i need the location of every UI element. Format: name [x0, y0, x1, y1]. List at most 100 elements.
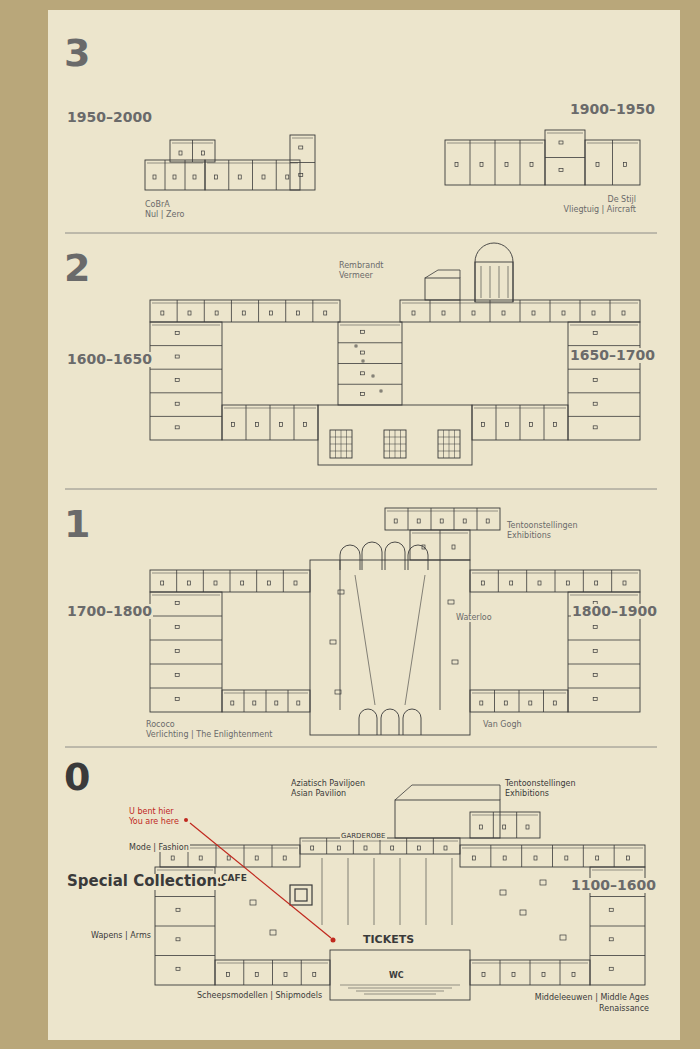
- exhibit-mark: [173, 175, 176, 179]
- wall-line: [340, 560, 341, 710]
- wall-line: [440, 560, 441, 710]
- wall-line: [550, 300, 551, 322]
- exhibit-mark: [529, 701, 532, 705]
- wall-line: [150, 416, 222, 417]
- wall-line: [568, 688, 640, 689]
- arch: [381, 709, 399, 735]
- exhibit-mark: [188, 311, 191, 315]
- exhibit-mark: [472, 311, 475, 315]
- wall-line: [270, 405, 271, 440]
- period-heading: 1950–2000: [66, 110, 153, 125]
- exhibit-mark: [255, 973, 258, 977]
- exhibit-mark: [215, 311, 218, 315]
- exhibit-mark: [238, 175, 241, 179]
- exhibit-mark: [624, 163, 627, 167]
- map-label: GARDEROBE: [340, 833, 387, 840]
- floor-number: 3: [63, 34, 91, 74]
- map-label: Aziatisch Paviljoen: [290, 780, 366, 788]
- wall-line: [547, 133, 583, 134]
- exhibit-mark: [360, 330, 364, 333]
- wall-line: [460, 300, 461, 322]
- wall-line: [520, 140, 521, 185]
- wall-line: [150, 345, 222, 346]
- exhibit-mark: [417, 519, 420, 523]
- exhibit-mark: [335, 690, 341, 694]
- wall-line: [326, 838, 327, 854]
- period-heading: 1100–1600: [570, 878, 657, 893]
- wall-line: [301, 960, 302, 985]
- wall-outline: [222, 690, 310, 712]
- wall-line: [243, 960, 244, 985]
- map-label: Rembrandt: [338, 262, 384, 270]
- exhibit-mark: [482, 423, 485, 427]
- wall-line: [431, 508, 432, 530]
- wall-outline: [338, 322, 402, 405]
- here-dot: [331, 938, 336, 943]
- wall-line: [185, 160, 186, 190]
- exhibit-mark: [270, 930, 276, 935]
- wall-outline: [290, 885, 312, 905]
- wall-line: [477, 508, 478, 530]
- exhibit-mark: [227, 856, 230, 860]
- wall-line: [583, 570, 584, 592]
- exhibit-mark: [480, 163, 483, 167]
- wall-line: [406, 838, 407, 854]
- exhibit-mark: [609, 908, 613, 911]
- wall-line: [177, 300, 178, 322]
- exhibit-mark: [253, 701, 256, 705]
- wall-line: [150, 392, 222, 393]
- wall-line: [272, 845, 273, 867]
- wall-line: [276, 160, 277, 190]
- wall-line: [530, 960, 531, 985]
- exhibit-mark: [530, 423, 533, 427]
- wall-line: [519, 690, 520, 712]
- wall-line: [384, 451, 406, 452]
- wall-line: [568, 664, 640, 665]
- exhibit-mark: [255, 856, 258, 860]
- wall-line: [356, 991, 444, 992]
- exhibit-mark: [313, 973, 316, 977]
- wall-line: [340, 985, 460, 986]
- exhibit-mark: [269, 311, 272, 315]
- wall-outline: [150, 570, 310, 592]
- wall-line: [374, 858, 375, 925]
- exhibit-mark: [554, 423, 557, 427]
- wall-line: [165, 160, 166, 190]
- wall-line: [472, 815, 538, 816]
- exhibit-mark: [176, 938, 180, 941]
- wall-line: [147, 163, 203, 164]
- wall-line: [364, 994, 436, 995]
- wall-line: [338, 342, 402, 343]
- wall-line: [568, 416, 640, 417]
- floor-number: 1: [63, 505, 91, 545]
- exhibit-mark: [250, 900, 256, 905]
- exhibit-mark: [161, 581, 164, 585]
- period-heading: 1700–1800: [66, 604, 153, 619]
- exhibit-mark: [559, 141, 563, 144]
- exhibit-mark: [540, 880, 546, 885]
- exhibit-mark: [311, 846, 314, 850]
- period-heading: 1650–1700: [569, 348, 656, 363]
- wall-line: [430, 300, 431, 322]
- wall-line: [490, 266, 491, 298]
- wall-line: [283, 570, 284, 592]
- map-label: Exhibitions: [506, 532, 552, 540]
- exhibit-mark: [171, 856, 174, 860]
- exhibit-mark: [463, 519, 466, 523]
- wall-outline: [410, 530, 470, 560]
- period-heading: Special Collections: [66, 874, 227, 890]
- exhibit-mark: [572, 973, 575, 977]
- wall-line: [380, 838, 381, 854]
- wall-line: [612, 140, 613, 185]
- wall-line: [155, 896, 215, 897]
- exhibit-mark: [294, 581, 297, 585]
- exhibit-mark: [372, 375, 374, 377]
- exhibit-mark: [504, 701, 507, 705]
- exhibit-mark: [193, 175, 196, 179]
- exhibit-mark: [355, 345, 357, 347]
- exhibit-mark: [609, 967, 613, 970]
- wall-line: [438, 437, 460, 438]
- wall-line: [150, 664, 222, 665]
- wall-line: [244, 690, 245, 712]
